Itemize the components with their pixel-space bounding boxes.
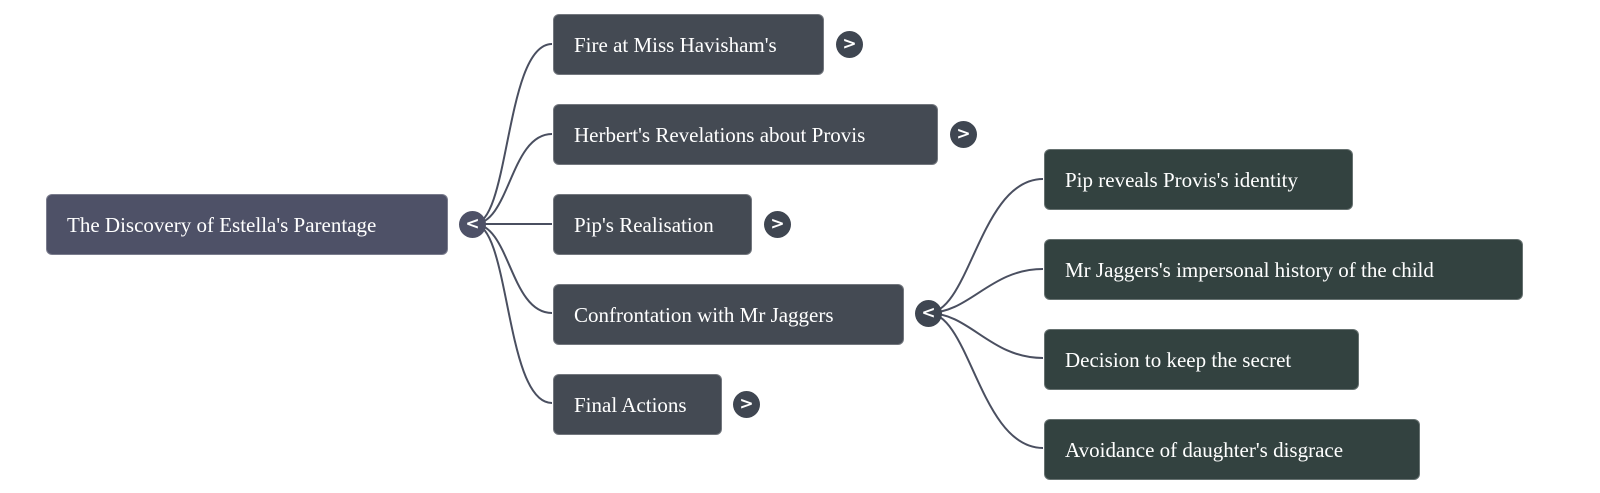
expand-toggle-fire[interactable]: > [836, 31, 863, 58]
node-avoidance-of-disgrace[interactable]: Avoidance of daughter's disgrace [1044, 419, 1420, 480]
link-root-to-final [473, 223, 553, 404]
link-confrontation-to-reveals [927, 178, 1044, 314]
link-root-to-fire [473, 43, 553, 225]
expand-toggle-herbert[interactable]: > [950, 121, 977, 148]
node-final-actions[interactable]: Final Actions [553, 374, 722, 435]
collapse-toggle-confrontation[interactable]: < [915, 300, 942, 327]
node-fire-at-miss-havisham[interactable]: Fire at Miss Havisham's [553, 14, 824, 75]
link-confrontation-to-history [927, 268, 1044, 314]
root-node[interactable]: The Discovery of Estella's Parentage [46, 194, 448, 255]
node-pips-realisation[interactable]: Pip's Realisation [553, 194, 752, 255]
node-confrontation-with-mr-jaggers[interactable]: Confrontation with Mr Jaggers [553, 284, 904, 345]
node-herberts-revelations[interactable]: Herbert's Revelations about Provis [553, 104, 938, 165]
expand-toggle-final[interactable]: > [733, 391, 760, 418]
link-root-to-herbert [473, 133, 553, 225]
expand-toggle-realisation[interactable]: > [764, 211, 791, 238]
link-confrontation-to-decision [927, 312, 1044, 359]
link-root-to-confrontation [473, 223, 553, 314]
collapse-toggle-root[interactable]: < [459, 211, 486, 238]
link-confrontation-to-avoidance [927, 312, 1044, 449]
node-pip-reveals-provis-identity[interactable]: Pip reveals Provis's identity [1044, 149, 1353, 210]
node-decision-to-keep-secret[interactable]: Decision to keep the secret [1044, 329, 1359, 390]
node-jaggers-history-of-child[interactable]: Mr Jaggers's impersonal history of the c… [1044, 239, 1523, 300]
